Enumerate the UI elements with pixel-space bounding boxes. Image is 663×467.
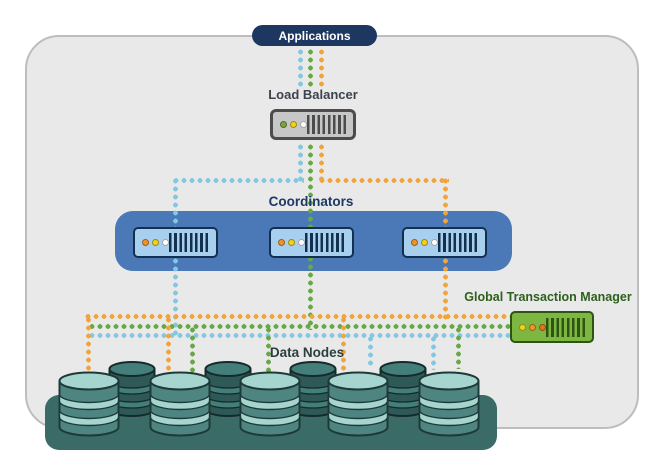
drop-orange-2	[164, 316, 172, 372]
led-yellow	[290, 121, 297, 128]
status-leds	[280, 121, 307, 128]
server-vents-icon	[307, 115, 346, 134]
led-deep-orange	[539, 323, 546, 331]
gtm-server-icon	[510, 311, 594, 343]
led-orange	[142, 239, 149, 246]
server-vents-icon	[169, 233, 209, 252]
led-orange	[278, 239, 285, 246]
load-balancer-server-icon	[270, 109, 356, 140]
drop-orange-1	[84, 316, 92, 374]
load-balancer-label: Load Balancer	[268, 87, 358, 102]
coordinator-server-1-icon	[133, 227, 218, 258]
server-vents-icon	[438, 233, 478, 252]
applications-badge: Applications	[252, 25, 377, 46]
database-cylinder-front	[149, 371, 211, 437]
status-leds	[411, 239, 438, 246]
drop-cyan-1	[366, 335, 374, 368]
database-cylinder-front	[418, 371, 480, 437]
led-white	[162, 239, 169, 246]
led-yellow	[421, 239, 428, 246]
drop-orange-3	[339, 316, 347, 371]
database-cylinder-front	[239, 371, 301, 437]
server-vents-icon	[305, 233, 345, 252]
database-cylinder-front	[58, 371, 120, 437]
drop-green-1	[188, 326, 196, 374]
conn-app-lb-green	[307, 48, 314, 87]
conn-branch-right-orange	[317, 177, 449, 184]
led-yellow	[152, 239, 159, 246]
conn-app-lb-orange	[317, 48, 325, 87]
led-white	[298, 239, 305, 246]
status-leds	[519, 323, 546, 331]
data-nodes-label: Data Nodes	[269, 345, 345, 360]
led-yellow	[288, 239, 295, 246]
led-white	[300, 121, 307, 128]
led-white	[431, 239, 438, 246]
conn-branch-left-cyan	[171, 177, 304, 184]
led-yellow	[519, 323, 526, 331]
coordinators-label: Coordinators	[268, 194, 354, 209]
coordinator-server-2-icon	[269, 227, 354, 258]
bus-green	[88, 323, 511, 330]
led-orange	[529, 323, 536, 331]
drop-green-3	[454, 326, 462, 369]
conn-lb-branch-cyan	[296, 143, 304, 183]
database-cylinder-front	[327, 371, 389, 437]
drop-cyan-2	[429, 335, 437, 370]
bus-cyan	[88, 332, 511, 339]
drop-green-2	[264, 326, 272, 372]
led-orange	[411, 239, 418, 246]
bus-orange	[84, 313, 511, 320]
conn-app-lb-cyan	[296, 48, 304, 87]
conn-lb-branch-orange	[317, 143, 325, 183]
coordinator-server-3-icon	[402, 227, 487, 258]
gtm-label: Global Transaction Manager	[464, 290, 632, 304]
led-green	[280, 121, 287, 128]
status-leds	[142, 239, 169, 246]
status-leds	[278, 239, 305, 246]
server-vents-icon	[546, 317, 585, 337]
